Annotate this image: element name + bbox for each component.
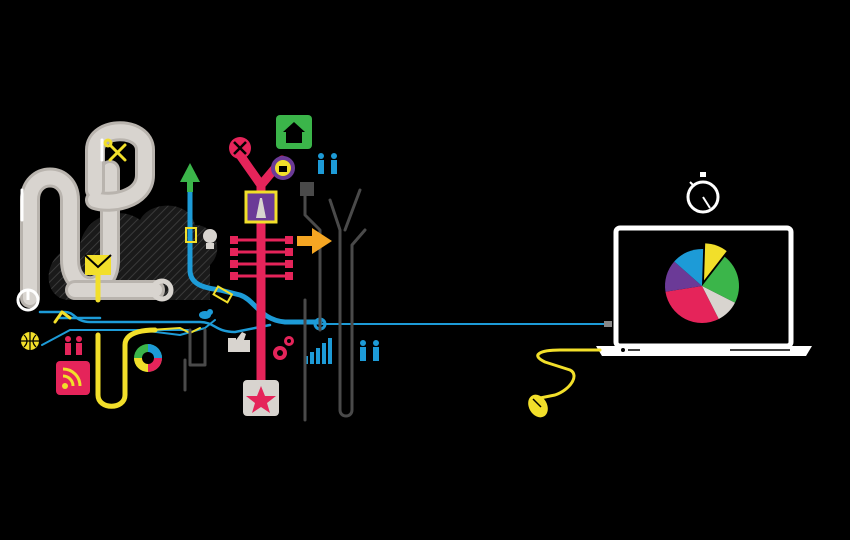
people-icon bbox=[65, 336, 82, 355]
gray-box bbox=[300, 182, 314, 196]
arrow-up-icon bbox=[180, 163, 200, 192]
pie-slice bbox=[702, 256, 739, 303]
thumb-badge-icon bbox=[271, 156, 295, 180]
people-icon-blue-top bbox=[318, 153, 337, 174]
globe-icon bbox=[21, 332, 39, 350]
mail-icon bbox=[84, 254, 112, 275]
color-wheel-icon bbox=[134, 344, 162, 372]
lightbulb-icon bbox=[203, 229, 217, 249]
rss-icon bbox=[56, 361, 90, 395]
pie-slice bbox=[704, 243, 727, 281]
stopwatch-icon bbox=[686, 172, 720, 214]
thumbs-up-icon bbox=[228, 332, 250, 352]
star-icon bbox=[243, 380, 279, 416]
bird-icon bbox=[199, 309, 213, 319]
pie-slice bbox=[665, 261, 702, 292]
yellow-wires bbox=[53, 272, 201, 409]
power-icon bbox=[16, 288, 40, 312]
people-icon-blue-bottom bbox=[360, 340, 379, 361]
tools-icon bbox=[103, 138, 127, 162]
battery-marker-2 bbox=[212, 285, 234, 304]
arrow-right-icon bbox=[297, 228, 332, 254]
pie-slice bbox=[674, 249, 704, 286]
gear-icon bbox=[273, 336, 294, 360]
mouse-cable bbox=[536, 348, 602, 400]
gray-wires bbox=[183, 188, 367, 422]
gray-pipes bbox=[20, 121, 174, 308]
battery-marker bbox=[185, 227, 197, 243]
pie-slice bbox=[665, 286, 719, 323]
no-entry-icon bbox=[229, 137, 251, 159]
laptop-port bbox=[604, 321, 612, 327]
home-icon bbox=[276, 115, 312, 149]
highway-sign-icon bbox=[244, 190, 278, 224]
pie-slice bbox=[702, 286, 735, 319]
red-nodes bbox=[230, 236, 293, 280]
bar-chart-icon bbox=[304, 338, 332, 364]
mouse-icon bbox=[528, 394, 548, 418]
pie-chart-icon bbox=[665, 243, 739, 323]
